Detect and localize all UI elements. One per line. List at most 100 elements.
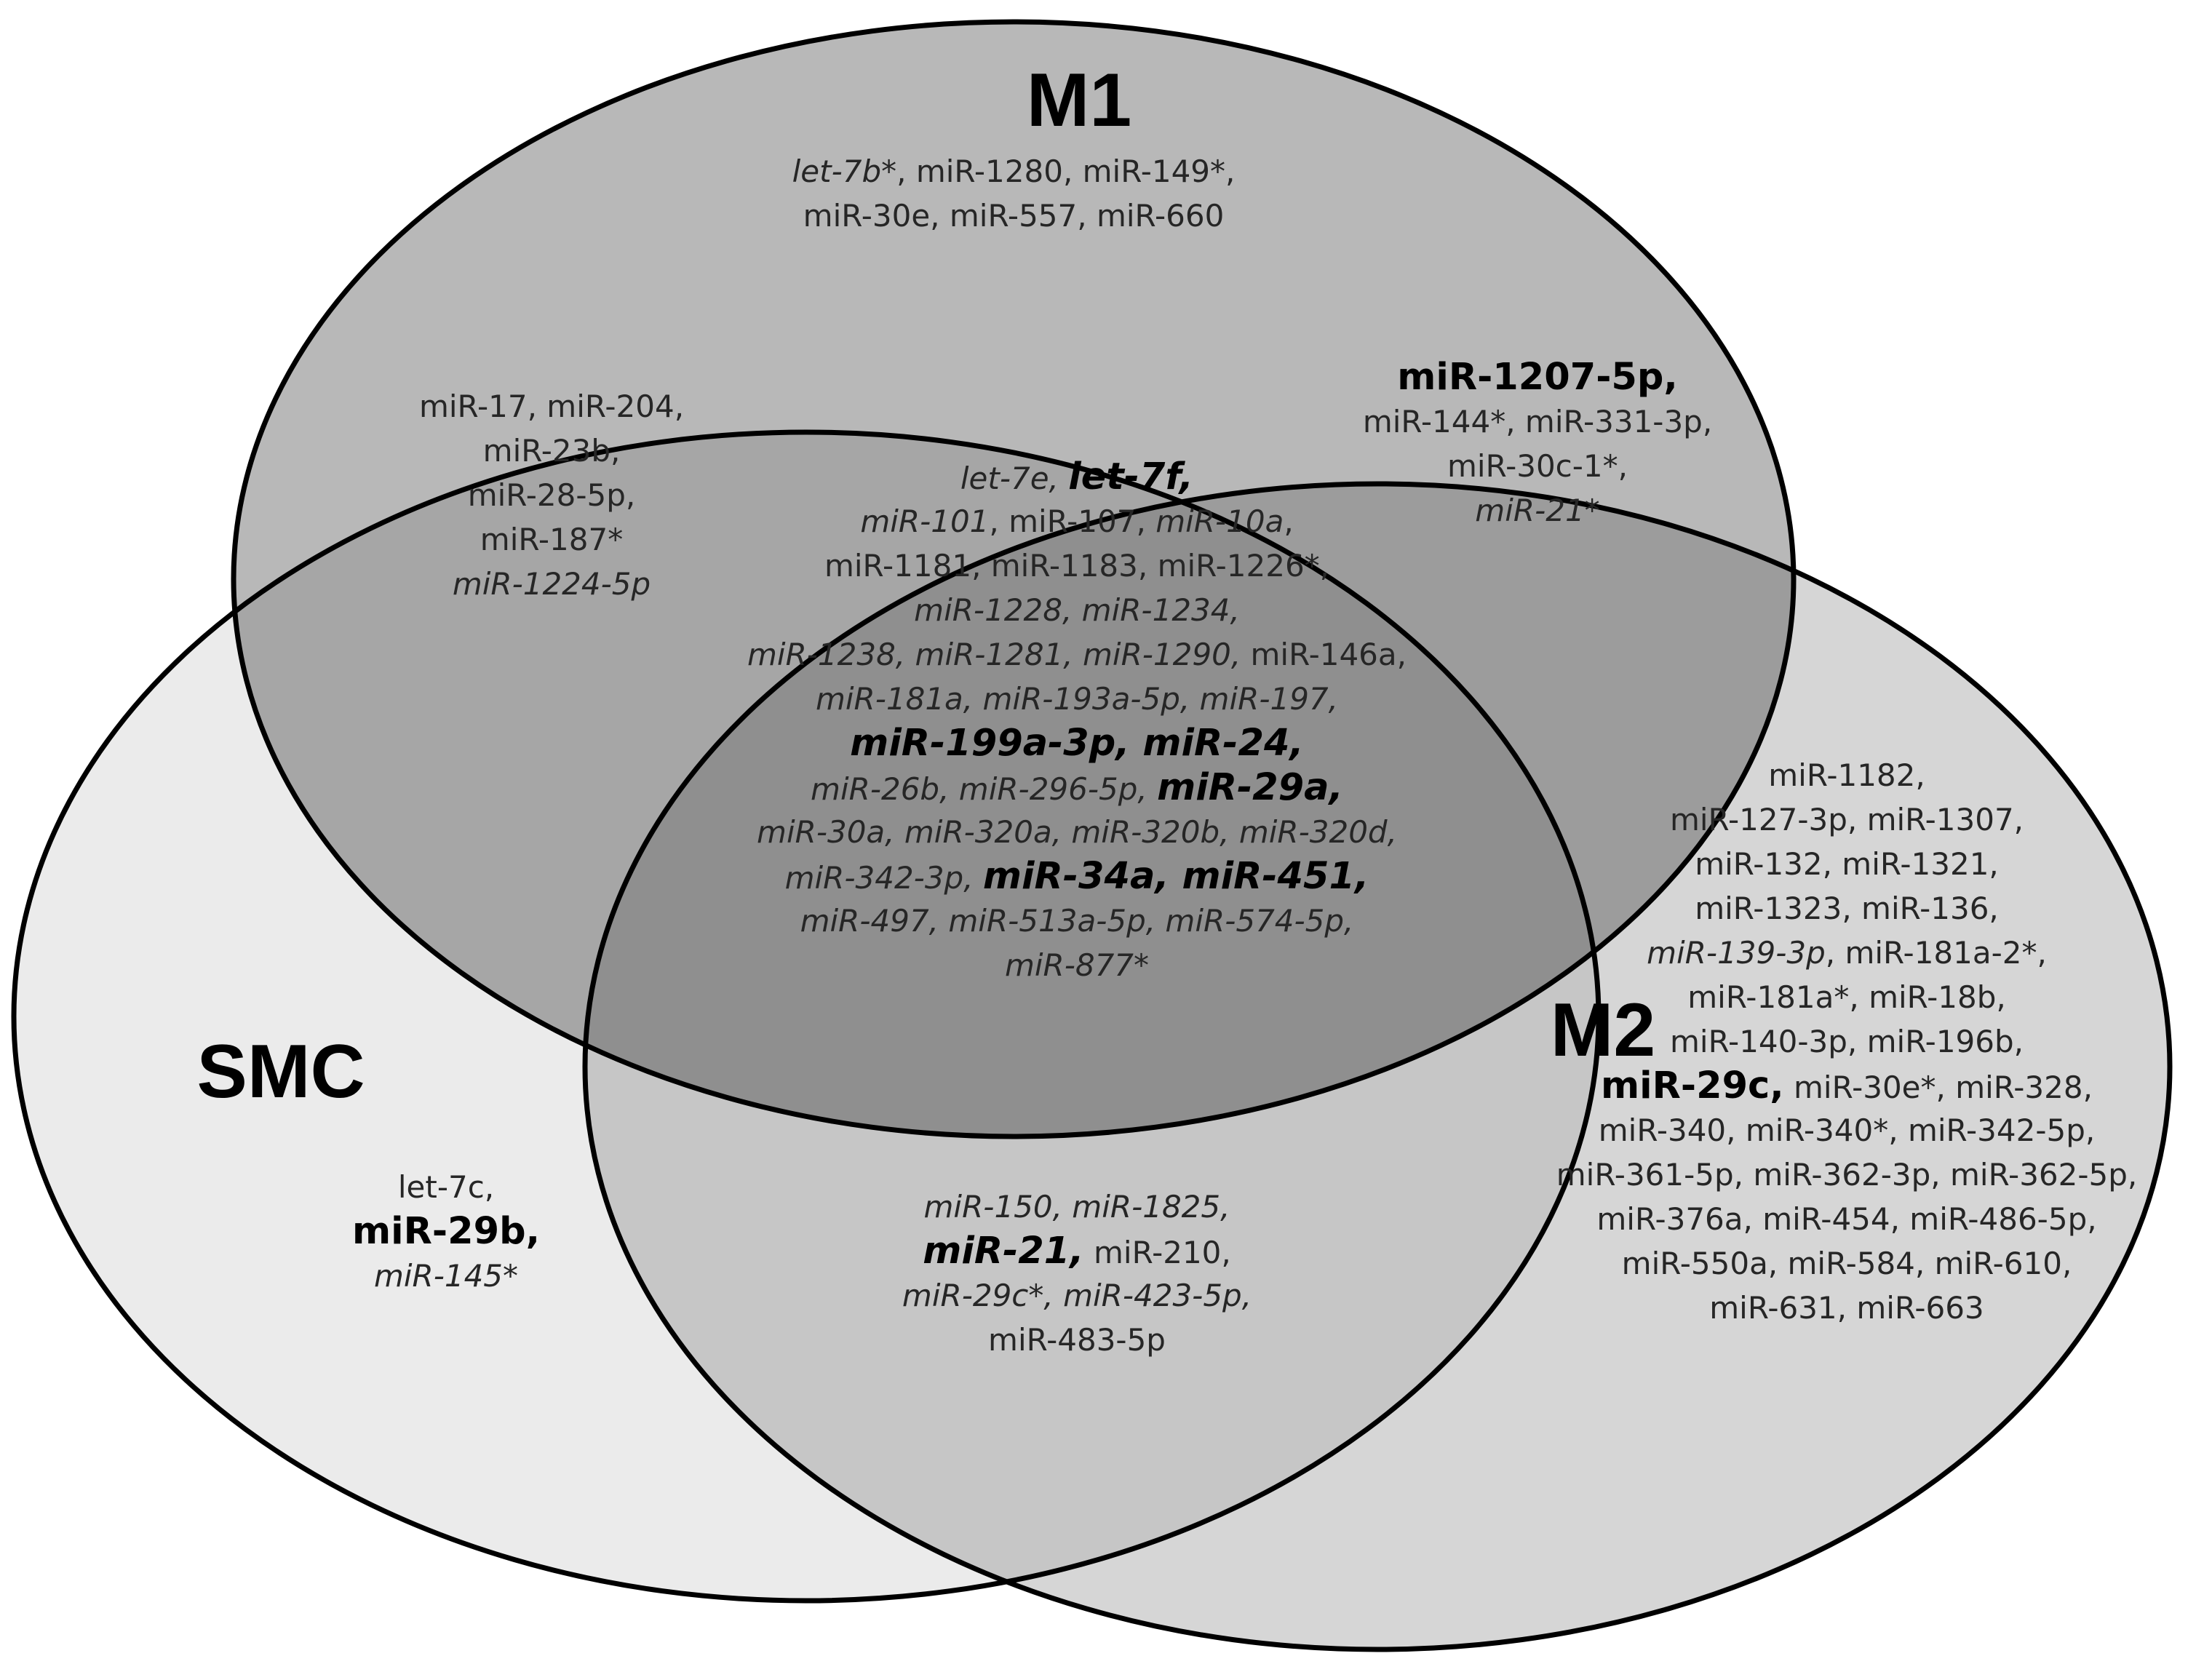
mirna-label: miR-199a-3p, miR-24, bbox=[850, 722, 1304, 765]
m1-only-mirna-list: let-7b*, miR-1280, miR-149*, miR-30e, miR… bbox=[792, 149, 1236, 238]
mirna-label: miR-145* bbox=[373, 1258, 519, 1294]
m1-smc-line: miR-187* bbox=[419, 517, 684, 562]
m1-m2-line: miR-144*, miR-331-3p, bbox=[1363, 399, 1712, 444]
mirna-label: miR-146a, bbox=[1250, 637, 1407, 672]
mirna-label: miR-101 bbox=[860, 503, 990, 539]
m2-only-line: miR-631, miR-663 bbox=[1556, 1286, 2138, 1330]
mirna-label: miR-127-3p, miR-1307, bbox=[1669, 802, 2024, 837]
smc-only-line: miR-29b, bbox=[352, 1209, 540, 1254]
mirna-label: miR-29c*, miR-423-5p, bbox=[902, 1278, 1252, 1313]
mirna-label: miR-181a, miR-193a-5p, miR-197, bbox=[815, 681, 1339, 717]
mirna-label: miR-361-5p, miR-362-3p, miR-362-5p, bbox=[1556, 1157, 2138, 1193]
mirna-label: miR-1207-5p, bbox=[1397, 356, 1678, 399]
mirna-label: miR-877* bbox=[1004, 947, 1150, 983]
mirna-label: miR-29c, bbox=[1601, 1064, 1784, 1107]
mirna-label: , bbox=[1284, 503, 1294, 539]
m2-only-line: miR-139-3p, miR-181a-2*, bbox=[1556, 931, 2138, 975]
mirna-label: miR-10a bbox=[1155, 503, 1284, 539]
mirna-label: miR-26b, miR-296-5p, bbox=[811, 771, 1158, 807]
m2-only-line: miR-132, miR-1321, bbox=[1556, 842, 2138, 886]
all-three-line: miR-1181, miR-1183, miR-1226*, bbox=[747, 544, 1407, 588]
mirna-label: miR-550a, miR-584, miR-610, bbox=[1621, 1246, 2072, 1281]
mirna-label: miR-340, miR-340*, miR-342-5p, bbox=[1598, 1112, 2096, 1148]
mirna-label: miR-21* bbox=[1475, 493, 1600, 528]
mirna-label: miR-1224-5p bbox=[452, 566, 651, 602]
m1-m2-line: miR-1207-5p, bbox=[1363, 355, 1712, 399]
smc-only-mirna-list: let-7c, miR-29b, miR-145* bbox=[352, 1165, 540, 1298]
all-three-line: miR-199a-3p, miR-24, bbox=[747, 721, 1407, 765]
all-three-line: miR-30a, miR-320a, miR-320b, miR-320d, bbox=[747, 810, 1407, 854]
mirna-label: miR-29a, bbox=[1157, 766, 1343, 809]
mirna-label: miR-30a, miR-320a, miR-320b, miR-320d, bbox=[757, 814, 1397, 850]
mirna-label: miR-1238, miR-1281, miR-1290, bbox=[747, 637, 1251, 672]
m1-smc-mirna-list: miR-17, miR-204, miR-23b, miR-28-5p, miR-18… bbox=[419, 384, 684, 606]
all-three-line: miR-497, miR-513a-5p, miR-574-5p, bbox=[747, 899, 1407, 943]
smc-m2-mirna-list: miR-150, miR-1825,miR-21, miR-210, miR-29… bbox=[902, 1185, 1252, 1362]
m2-only-line: miR-376a, miR-454, miR-486-5p, bbox=[1556, 1197, 2138, 1241]
m1-m2-mirna-list: miR-1207-5p, miR-144*, miR-331-3p, miR-30c… bbox=[1363, 355, 1712, 533]
m1-smc-line: miR-28-5p, bbox=[419, 473, 684, 517]
mirna-label: miR-187* bbox=[480, 522, 624, 557]
smc-m2-line: miR-483-5p bbox=[902, 1318, 1252, 1362]
m2-set-outline bbox=[582, 481, 2173, 1652]
mirna-label: miR-1182, bbox=[1768, 757, 1925, 793]
m1-m2-line: miR-21* bbox=[1363, 488, 1712, 533]
m1-smc-line: miR-23b, bbox=[419, 429, 684, 473]
mirna-label: miR-23b, bbox=[482, 433, 621, 469]
mirna-label: miR-376a, miR-454, miR-486-5p, bbox=[1596, 1201, 2097, 1237]
m2-only-line: miR-340, miR-340*, miR-342-5p, bbox=[1556, 1108, 2138, 1152]
mirna-label: miR-29b, bbox=[352, 1210, 540, 1253]
m2-only-line: miR-29c, miR-30e*, miR-328, bbox=[1556, 1064, 2138, 1108]
m1-set-outline bbox=[231, 19, 1797, 1139]
all-three-line: miR-1238, miR-1281, miR-1290, miR-146a, bbox=[747, 632, 1407, 677]
m1-only-line: miR-30e, miR-557, miR-660 bbox=[792, 194, 1236, 238]
all-three-mirna-list: let-7e, let-7f,miR-101, miR-107, miR-10a… bbox=[747, 455, 1407, 987]
m2-only-line: miR-181a*, miR-18b, bbox=[1556, 975, 2138, 1019]
mirna-label: miR-144*, miR-331-3p, bbox=[1362, 404, 1713, 439]
smc-m2-line: miR-150, miR-1825, bbox=[902, 1185, 1252, 1229]
all-three-line: miR-342-3p, miR-34a, miR-451, bbox=[747, 854, 1407, 899]
smc-set-outline bbox=[11, 429, 1602, 1604]
mirna-label: miR-1228, miR-1234, bbox=[914, 592, 1240, 628]
m2-only-line: miR-1182, bbox=[1556, 753, 2138, 797]
mirna-label: miR-631, miR-663 bbox=[1709, 1290, 1984, 1326]
all-three-line: miR-877* bbox=[747, 943, 1407, 987]
mirna-label: miR-1323, miR-136, bbox=[1695, 891, 1999, 926]
mirna-label: miR-30e, miR-557, miR-660 bbox=[803, 198, 1225, 234]
mirna-label: miR-181a*, miR-18b, bbox=[1687, 979, 2006, 1015]
mirna-label: , miR-1280, miR-149*, bbox=[896, 154, 1236, 189]
all-three-line: miR-181a, miR-193a-5p, miR-197, bbox=[747, 677, 1407, 721]
m1-m2-line: miR-30c-1*, bbox=[1363, 444, 1712, 488]
mirna-label: miR-342-3p, bbox=[784, 860, 983, 896]
m2-only-line: miR-1323, miR-136, bbox=[1556, 886, 2138, 931]
mirna-label: , miR-181a-2*, bbox=[1825, 935, 2047, 971]
m1-set-label: M1 bbox=[1026, 58, 1132, 143]
mirna-label: miR-28-5p, bbox=[467, 477, 636, 513]
m1-smc-line: miR-1224-5p bbox=[419, 562, 684, 606]
mirna-label: miR-1181, miR-1183, miR-1226*, bbox=[824, 548, 1330, 584]
m1-only-line: let-7b*, miR-1280, miR-149*, bbox=[792, 149, 1236, 194]
all-three-line: miR-101, miR-107, miR-10a, bbox=[747, 499, 1407, 544]
smc-m2-line: miR-21, miR-210, bbox=[902, 1229, 1252, 1273]
mirna-label: miR-139-3p bbox=[1647, 935, 1826, 971]
mirna-label: miR-30c-1*, bbox=[1447, 448, 1628, 484]
smc-only-line: miR-145* bbox=[352, 1254, 540, 1298]
m2-only-mirna-list: miR-1182, miR-127-3p, miR-1307, miR-132, m… bbox=[1556, 753, 2138, 1330]
m1-smc-line: miR-17, miR-204, bbox=[419, 384, 684, 429]
m2-only-line: miR-127-3p, miR-1307, bbox=[1556, 797, 2138, 842]
mirna-label: let-7c, bbox=[397, 1169, 495, 1205]
mirna-label: miR-483-5p bbox=[988, 1322, 1166, 1358]
m2-set-label: M2 bbox=[1550, 988, 1656, 1072]
mirna-label: , miR-107, bbox=[989, 503, 1156, 539]
mirna-label: miR-17, miR-204, bbox=[418, 389, 685, 424]
mirna-label: let-7e, bbox=[960, 461, 1069, 496]
smc-m2-line: miR-29c*, miR-423-5p, bbox=[902, 1273, 1252, 1318]
smc-set-label: SMC bbox=[196, 1030, 365, 1114]
all-three-overlap-fill bbox=[585, 484, 1599, 1136]
mirna-label: miR-34a, miR-451, bbox=[982, 855, 1369, 898]
m2-only-line: miR-140-3p, miR-196b, bbox=[1556, 1019, 2138, 1064]
m2-only-line: miR-361-5p, miR-362-3p, miR-362-5p, bbox=[1556, 1152, 2138, 1197]
mirna-label: let-7b* bbox=[792, 154, 897, 189]
smc-only-line: let-7c, bbox=[352, 1165, 540, 1209]
